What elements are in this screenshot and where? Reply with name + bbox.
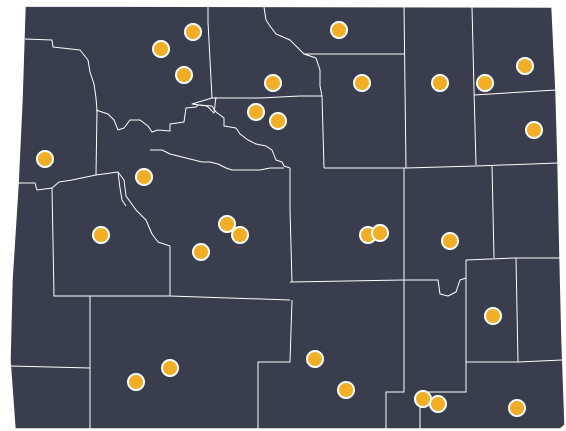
county-boundary (289, 168, 293, 283)
location-marker-icon[interactable] (247, 103, 265, 121)
county-boundary (95, 104, 213, 133)
county-boundary (211, 105, 291, 169)
county-boundary (263, 6, 325, 169)
county-boundary (117, 171, 127, 207)
county-boundary (385, 280, 405, 429)
location-marker-icon[interactable] (269, 112, 287, 130)
county-boundary (51, 187, 291, 301)
location-marker-icon[interactable] (441, 232, 459, 250)
county-boundary (191, 7, 217, 114)
county-boundary (9, 365, 91, 369)
county-boundary (18, 38, 98, 191)
location-marker-icon[interactable] (353, 74, 371, 92)
location-marker-icon[interactable] (306, 350, 324, 368)
location-marker-icon[interactable] (476, 74, 494, 92)
county-boundary (324, 162, 559, 169)
location-marker-icon[interactable] (135, 168, 153, 186)
county-boundary (95, 171, 171, 296)
location-marker-icon[interactable] (508, 399, 526, 417)
location-marker-icon[interactable] (484, 307, 502, 325)
location-marker-icon[interactable] (152, 40, 170, 58)
location-marker-icon[interactable] (92, 226, 110, 244)
county-boundary (289, 257, 560, 297)
location-marker-icon[interactable] (161, 359, 179, 377)
county-boundary (517, 359, 563, 363)
marker-layer (36, 21, 543, 417)
location-marker-icon[interactable] (429, 395, 447, 413)
county-boundary (403, 6, 407, 169)
location-marker-icon[interactable] (516, 57, 534, 75)
county-boundary (465, 257, 519, 363)
location-marker-icon[interactable] (36, 150, 54, 168)
location-marker-icon[interactable] (175, 66, 193, 84)
location-marker-icon[interactable] (371, 224, 389, 242)
state-outline (9, 5, 566, 430)
county-boundary (150, 149, 284, 171)
location-marker-icon[interactable] (414, 390, 432, 408)
location-marker-icon[interactable] (264, 74, 282, 92)
county-boundary (471, 6, 477, 166)
location-marker-icon[interactable] (218, 215, 236, 233)
location-marker-icon[interactable] (525, 121, 543, 139)
location-marker-icon[interactable] (337, 381, 355, 399)
county-boundary (419, 362, 467, 429)
location-marker-icon[interactable] (231, 226, 249, 244)
location-marker-icon[interactable] (127, 373, 145, 391)
county-boundary (212, 95, 322, 99)
location-marker-icon[interactable] (184, 23, 202, 41)
location-marker-icon[interactable] (192, 243, 210, 261)
location-marker-icon[interactable] (431, 74, 449, 92)
county-boundary (257, 299, 293, 429)
county-boundary (491, 164, 495, 259)
location-marker-icon[interactable] (330, 21, 348, 39)
county-boundary (473, 89, 557, 96)
